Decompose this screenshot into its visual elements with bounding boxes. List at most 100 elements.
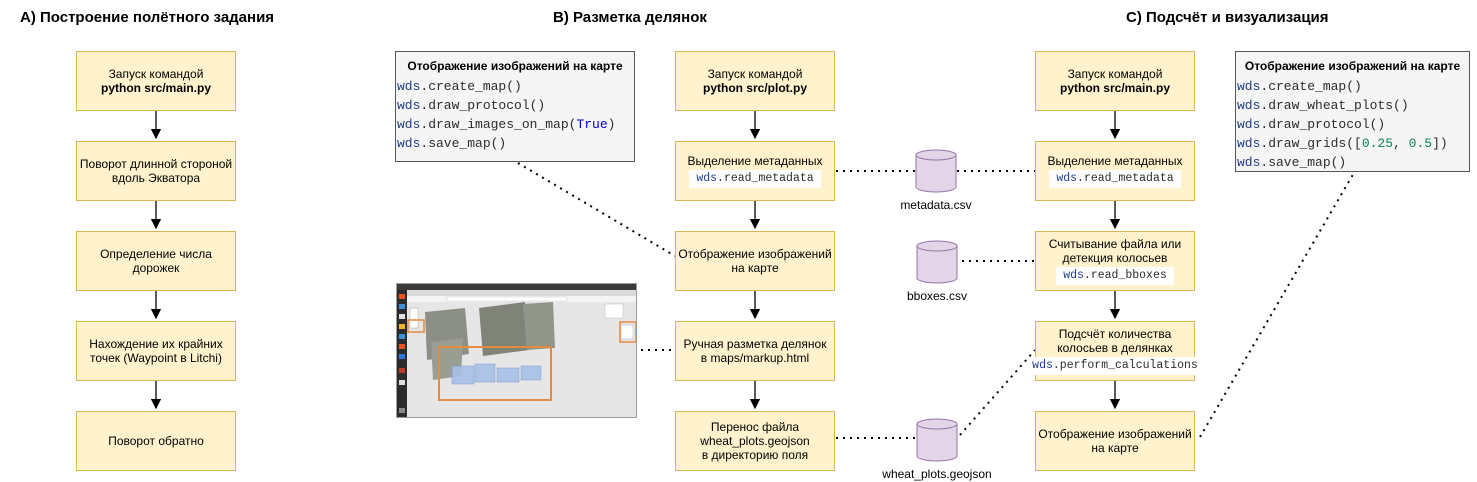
box-a-rotate-line1: Поворот длинной стороной <box>79 157 233 171</box>
code-obj: wds <box>1063 269 1084 282</box>
code-fn: ) <box>607 117 616 132</box>
code-fn: .create_map() <box>420 79 522 94</box>
code-line: wds.create_map() <box>396 77 634 96</box>
code-box-c: Отображение изображений на карте wds.cre… <box>1235 51 1470 172</box>
database-cylinder-metadata <box>915 149 957 193</box>
code-obj: wds <box>397 117 421 132</box>
box-a-waypoints-line1: Нахождение их крайних <box>89 337 223 351</box>
code-box-b: Отображение изображений на карте wds.cre… <box>395 51 635 162</box>
code-fn: .read_metadata <box>1077 172 1174 185</box>
code-fn: .save_map() <box>1260 155 1347 170</box>
box-c-calculations-line2: колосьев в делянках <box>1057 341 1173 355</box>
code-obj: wds <box>1032 359 1053 372</box>
db-label-geojson: wheat_plots.geojson <box>882 467 992 481</box>
code-line: wds.save_map() <box>1236 153 1469 172</box>
code-num: 0.25 <box>1361 136 1394 151</box>
box-c-metadata: Выделение метаданных wds.read_metadata <box>1035 141 1195 201</box>
box-b-show-images: Отображение изображений на карте <box>675 231 835 291</box>
box-b-launch-line1: Запуск командой <box>707 67 803 81</box>
code-line: wds.save_map() <box>396 134 634 153</box>
box-c-bboxes-code: wds.read_bboxes <box>1056 267 1174 285</box>
box-c-show-images-line1: Отображение изображений <box>1038 427 1192 441</box>
database-cylinder-geojson <box>916 418 958 462</box>
box-b-launch: Запуск командой python src/plot.py <box>675 51 835 111</box>
box-b-manual-markup-line2: в maps/markup.html <box>700 351 810 365</box>
code-line: wds.draw_images_on_map(True) <box>396 115 634 134</box>
code-fn: .read_metadata <box>717 172 814 185</box>
code-fn: .draw_grids([ <box>1260 136 1362 151</box>
code-obj: wds <box>1237 79 1261 94</box>
code-fn: , <box>1393 136 1409 151</box>
box-b-metadata: Выделение метаданных wds.read_metadata <box>675 141 835 201</box>
code-obj: wds <box>1237 155 1261 170</box>
db-label-bboxes: bboxes.csv <box>906 289 968 303</box>
code-line: wds.create_map() <box>1236 77 1469 96</box>
box-c-calculations: Подсчёт количества колосьев в делянках w… <box>1030 321 1200 381</box>
code-box-b-title: Отображение изображений на карте <box>407 59 623 73</box>
box-a-rotate-line2: вдоль Экватора <box>111 171 201 185</box>
box-b-show-images-line1: Отображение изображений <box>678 247 832 261</box>
box-c-show-images: Отображение изображений на карте <box>1035 411 1195 471</box>
code-obj: wds <box>1056 172 1078 185</box>
code-fn: ]) <box>1432 136 1448 151</box>
box-a-launch-line1: Запуск командой <box>108 67 204 81</box>
code-fn: .draw_images_on_map( <box>420 117 577 132</box>
code-fn: .save_map() <box>420 136 507 151</box>
code-arg: True <box>576 117 608 132</box>
code-obj: wds <box>397 98 421 113</box>
box-c-launch: Запуск командой python src/main.py <box>1035 51 1195 111</box>
code-line: wds.draw_grids([0.25, 0.5]) <box>1236 134 1469 153</box>
code-fn: .create_map() <box>1260 79 1362 94</box>
box-c-metadata-line1: Выделение метаданных <box>1047 154 1183 168</box>
box-c-launch-line2: python src/main.py <box>1059 81 1171 95</box>
box-c-bboxes-line1: Считывание файла или <box>1048 237 1182 251</box>
database-cylinder-bboxes <box>916 240 958 284</box>
code-obj: wds <box>1237 117 1261 132</box>
box-a-rotate: Поворот длинной стороной вдоль Экватора <box>76 141 236 201</box>
title-column-c: C) Подсчёт и визуализация <box>1126 9 1329 26</box>
title-column-b: B) Разметка делянок <box>553 9 707 26</box>
code-fn: .perform_calculations <box>1052 359 1198 372</box>
db-label-metadata: metadata.csv <box>900 198 972 212</box>
code-fn: .draw_wheat_plots() <box>1260 98 1409 113</box>
code-obj: wds <box>397 79 421 94</box>
code-num: 0.5 <box>1408 136 1433 151</box>
box-b-show-images-line2: на карте <box>731 261 779 275</box>
box-a-rotate-back: Поворот обратно <box>76 411 236 471</box>
box-a-waypoints-line2: точек (Waypoint в Litchi) <box>90 351 222 365</box>
box-c-bboxes: Считывание файла или детекция колосьев w… <box>1035 231 1195 291</box>
box-a-rotate-back-line1: Поворот обратно <box>108 434 204 448</box>
code-obj: wds <box>1237 98 1261 113</box>
box-c-show-images-line2: на карте <box>1091 441 1139 455</box>
code-box-c-title: Отображение изображений на карте <box>1244 59 1461 73</box>
box-c-launch-line1: Запуск командой <box>1067 67 1163 81</box>
code-fn: .draw_protocol() <box>420 98 546 113</box>
box-c-bboxes-line2: детекция колосьев <box>1062 251 1168 265</box>
code-line: wds.draw_protocol() <box>396 96 634 115</box>
code-fn: .read_bboxes <box>1083 269 1167 282</box>
box-a-launch-line2: python src/main.py <box>100 81 212 95</box>
box-a-lanes: Определение числа дорожек <box>76 231 236 291</box>
box-a-lanes-line2: дорожек <box>132 261 180 275</box>
box-b-move-file: Перенос файла wheat_plots.geojson в дире… <box>675 411 835 471</box>
code-fn: .draw_protocol() <box>1260 117 1386 132</box>
box-c-calculations-code: wds.perform_calculations <box>1030 357 1200 375</box>
box-b-move-file-line3: в директорию поля <box>701 448 809 462</box>
code-obj: wds <box>696 172 718 185</box>
box-b-manual-markup: Ручная разметка делянок в maps/markup.ht… <box>675 321 835 381</box>
code-obj: wds <box>1237 136 1261 151</box>
box-a-waypoints: Нахождение их крайних точек (Waypoint в … <box>76 321 236 381</box>
box-b-launch-line2: python src/plot.py <box>702 81 807 95</box>
code-obj: wds <box>397 136 421 151</box>
markup-screenshot-image <box>397 284 636 417</box>
box-b-manual-markup-line1: Ручная разметка делянок <box>683 337 827 351</box>
markup-screenshot <box>396 283 637 418</box>
box-c-calculations-line1: Подсчёт количества <box>1058 327 1172 341</box>
box-c-metadata-code: wds.read_metadata <box>1049 170 1181 188</box>
box-a-launch: Запуск командой python src/main.py <box>76 51 236 111</box>
box-b-move-file-line2: wheat_plots.geojson <box>700 434 810 448</box>
code-line: wds.draw_protocol() <box>1236 115 1469 134</box>
code-line: wds.draw_wheat_plots() <box>1236 96 1469 115</box>
dotted-links <box>517 162 1356 439</box>
